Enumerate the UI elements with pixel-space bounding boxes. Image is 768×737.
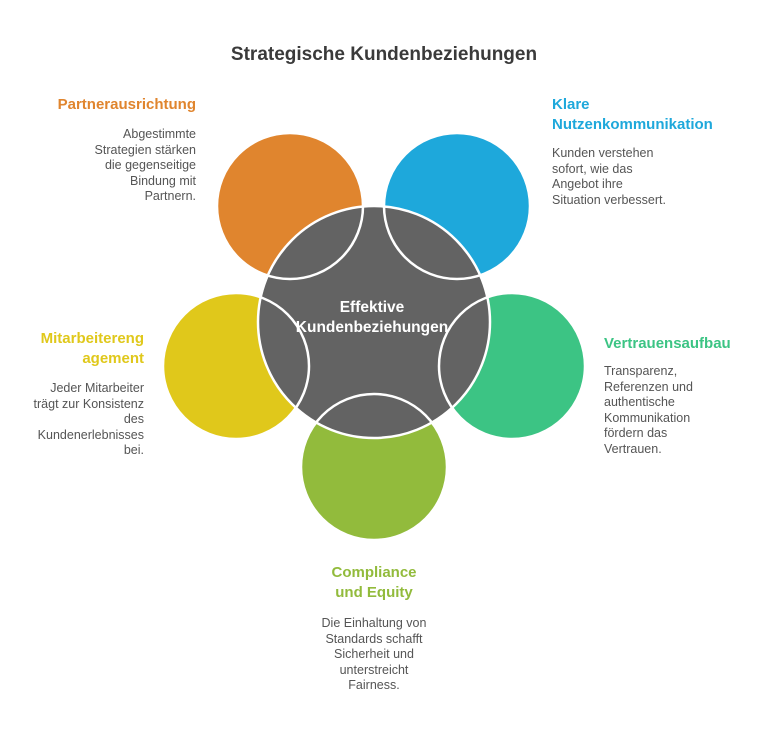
heading-line: Vertrauensaufbau bbox=[604, 335, 731, 352]
partnerausrichtung-heading: Partnerausrichtung bbox=[20, 95, 196, 115]
heading-line: agement bbox=[82, 350, 144, 367]
compliance-heading: Compliance und Equity bbox=[294, 563, 454, 603]
text-line: die gegenseitige bbox=[104, 158, 196, 172]
heading-line: Nutzenkommunikation bbox=[552, 116, 713, 133]
text-line: Jeder Mitarbeiter bbox=[50, 381, 144, 395]
vertrauensaufbau-heading: Vertrauensaufbau bbox=[604, 334, 764, 354]
text-line: Angebot ihre bbox=[552, 177, 623, 191]
center-label-line: Kundenbeziehungen bbox=[295, 319, 449, 336]
overlap-outlines bbox=[161, 131, 587, 542]
text-line: Sicherheit und bbox=[334, 647, 414, 661]
mitarbeiterengagement-text: Jeder Mitarbeiter trägt zur Konsistenz d… bbox=[10, 381, 144, 459]
text-line: Die Einhaltung von bbox=[321, 616, 427, 630]
center-label: Effektive Kundenbeziehungen bbox=[262, 298, 482, 338]
text-line: Strategien stärken bbox=[94, 142, 196, 157]
heading-line: Partnerausrichtung bbox=[57, 96, 196, 113]
text-line: Referenzen und bbox=[604, 379, 693, 394]
center-circle bbox=[256, 204, 492, 440]
text-line: Standards schafft bbox=[325, 631, 423, 646]
vertrauensaufbau-text: Transparenz, Referenzen und authentische… bbox=[604, 364, 764, 457]
text-line: Vertrauen. bbox=[604, 441, 662, 456]
text-line: Partnern. bbox=[144, 189, 196, 203]
heading-line: Compliance bbox=[331, 564, 417, 581]
heading-line: und Equity bbox=[335, 584, 413, 601]
text-line: unterstreicht bbox=[339, 662, 409, 677]
diagram-title: Strategische Kundenbeziehungen bbox=[230, 44, 538, 65]
center-label-line: Effektive bbox=[339, 299, 405, 316]
text-line: Transparenz, bbox=[604, 364, 678, 378]
partnerausrichtung-text: Abgestimmte Strategien stärken die gegen… bbox=[40, 127, 196, 205]
text-line: Kommunikation bbox=[604, 410, 691, 425]
nutzenkommunikation-heading: Klare Nutzenkommunikation bbox=[552, 95, 752, 135]
heading-line: Mitarbeitereng bbox=[40, 330, 144, 347]
compliance-text: Die Einhaltung von Standards schafft Sic… bbox=[284, 616, 464, 694]
text-line: bei. bbox=[123, 443, 144, 457]
text-line: trägt zur Konsistenz bbox=[33, 396, 144, 411]
nutzenkommunikation-text: Kunden verstehen sofort, wie das Angebot… bbox=[552, 146, 742, 208]
text-line: authentische bbox=[604, 395, 675, 409]
text-line: Situation verbessert. bbox=[552, 192, 666, 207]
text-line: Kundenerlebnisses bbox=[37, 427, 144, 442]
mitarbeiterengagement-heading: Mitarbeitereng agement bbox=[10, 329, 144, 369]
text-line: Kunden verstehen bbox=[552, 146, 654, 160]
heading-line: Klare bbox=[552, 96, 590, 113]
text-line: Abgestimmte bbox=[123, 127, 196, 141]
text-line: sofort, wie das bbox=[552, 161, 633, 176]
text-line: fördern das bbox=[604, 426, 668, 440]
text-line: des bbox=[123, 412, 144, 426]
text-line: Bindung mit bbox=[129, 173, 196, 188]
text-line: Fairness. bbox=[348, 678, 400, 692]
